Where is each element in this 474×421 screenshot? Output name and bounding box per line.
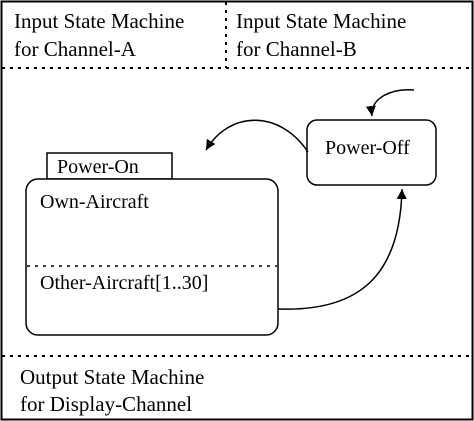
display-channel-title-line2: for Display-Channel [20, 392, 192, 416]
power-on-label: Power-On [57, 156, 139, 178]
power-off-to-power-on-arrow [205, 119, 309, 153]
initial-transition-arrow [365, 89, 415, 117]
channel-a-title-line2: for Channel-A [14, 37, 137, 61]
power-off-state: Power-Off [306, 119, 437, 186]
channel-b-region: Input State Machine for Channel-B [236, 9, 406, 61]
channel-a-title-line1: Input State Machine [14, 9, 184, 33]
power-on-composite-state: Own-Aircraft Other-Aircraft[1..30] [25, 178, 279, 336]
channel-b-title-line1: Input State Machine [236, 9, 406, 33]
power-on-to-power-off-arrow [277, 188, 407, 310]
display-channel-title-line1: Output State Machine [20, 365, 204, 389]
channel-b-title-line2: for Channel-B [236, 37, 357, 61]
display-channel-region: Output State Machine for Display-Channel [20, 365, 204, 416]
power-on-state-tab: Power-On [46, 152, 173, 180]
power-off-label: Power-Off [325, 137, 410, 159]
other-aircraft-label: Other-Aircraft[1..30] [40, 272, 208, 294]
own-aircraft-label: Own-Aircraft [40, 191, 149, 213]
channel-a-region: Input State Machine for Channel-A [14, 9, 184, 61]
